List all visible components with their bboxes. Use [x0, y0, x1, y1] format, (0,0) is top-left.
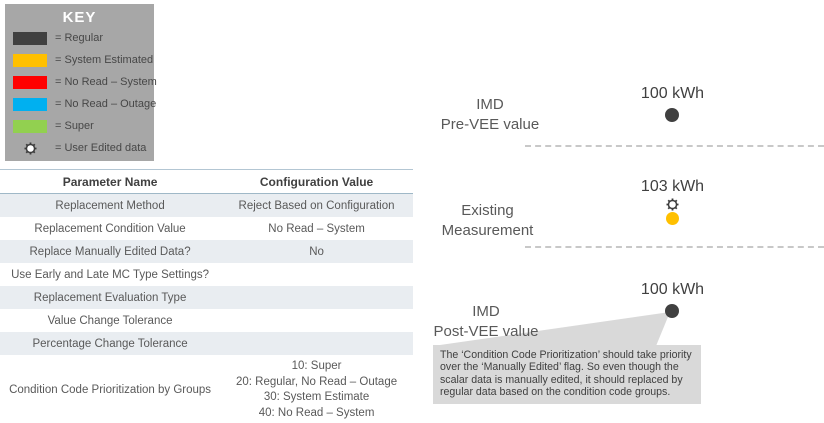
system-estimated-dot [666, 212, 679, 225]
value-cell [220, 286, 413, 309]
value-cell [220, 309, 413, 332]
param-cell: Percentage Change Tolerance [32, 337, 188, 350]
param-cell: Use Early and Late MC Type Settings? [11, 268, 210, 281]
regular-dot [665, 108, 679, 122]
legend-label-user-edited: = User Edited data [55, 142, 147, 154]
value-cell [220, 332, 413, 355]
param-cell: Replacement Condition Value [34, 222, 186, 235]
column-header-configuration-value: Configuration Value [259, 174, 374, 189]
user-edited-gear-icon [666, 198, 679, 211]
value-cell [220, 263, 413, 286]
section-divider [525, 145, 824, 147]
no-read-system-color-swatch [13, 75, 47, 89]
legend-item-no-read-system: = No Read – System [13, 74, 157, 90]
param-cell: Value Change Tolerance [47, 314, 173, 327]
legend-label-no-read-outage: = No Read – Outage [55, 98, 157, 110]
param-cell: Condition Code Prioritization by Groups [9, 384, 212, 396]
legend-item-no-read-outage: = No Read – Outage [13, 96, 156, 112]
gear-icon [13, 141, 47, 156]
table-row: Replacement Evaluation Type [0, 286, 413, 309]
section-label-imd-pre-vee: IMD Pre-VEE value [440, 96, 540, 133]
table-header-row: Parameter Name Configuration Value [0, 169, 413, 194]
value-cell: No [309, 245, 324, 258]
table-row: Replacement Method Reject Based on Confi… [0, 194, 413, 217]
section-label-imd-post-vee: IMD Post-VEE value [433, 303, 539, 340]
callout-note: The ‘Condition Code Prioritization’ shou… [433, 345, 701, 404]
param-cell: Replacement Evaluation Type [33, 291, 187, 304]
legend-label-system-estimated: = System Estimated [55, 54, 154, 66]
param-cell: Replacement Method [55, 199, 165, 212]
system-estimated-color-swatch [13, 53, 47, 67]
config-table: Parameter Name Configuration Value Repla… [0, 169, 413, 423]
section-value-existing-measurement: 103 kWh [640, 178, 705, 195]
section-label-existing-measurement: Existing Measurement [441, 202, 534, 239]
no-read-outage-color-swatch [13, 97, 47, 111]
table-row: Replace Manually Edited Data? No [0, 240, 413, 263]
table-row: Use Early and Late MC Type Settings? [0, 263, 413, 286]
key-title: KEY [62, 9, 97, 26]
table-row: Value Change Tolerance [0, 309, 413, 332]
legend-item-user-edited: = User Edited data [13, 140, 146, 156]
super-color-swatch [13, 119, 47, 133]
legend-item-regular: = Regular [13, 30, 103, 46]
table-row: Replacement Condition Value No Read – Sy… [0, 217, 413, 240]
section-value-imd-post-vee: 100 kWh [640, 281, 705, 298]
regular-color-swatch [13, 31, 47, 45]
regular-dot [665, 304, 679, 318]
value-cell: No Read – System [268, 222, 365, 235]
legend-item-system-estimated: = System Estimated [13, 52, 153, 68]
table-row: Condition Code Prioritization by Groups … [0, 355, 413, 423]
legend-item-super: = Super [13, 118, 94, 134]
legend-label-regular: = Regular [55, 32, 104, 44]
section-value-imd-pre-vee: 100 kWh [640, 85, 705, 102]
column-header-parameter-name: Parameter Name [62, 174, 158, 189]
value-cell: Reject Based on Configuration [238, 199, 395, 212]
key-legend: KEY = Regular = System Estimated = No Re… [5, 4, 157, 161]
section-divider [525, 246, 824, 248]
legend-label-no-read-system: = No Read – System [55, 76, 157, 88]
table-row: Percentage Change Tolerance [0, 332, 413, 355]
value-cell: 10: Super 20: Regular, No Read – Outage … [236, 360, 398, 419]
param-cell: Replace Manually Edited Data? [29, 245, 191, 258]
legend-label-super: = Super [55, 120, 94, 132]
